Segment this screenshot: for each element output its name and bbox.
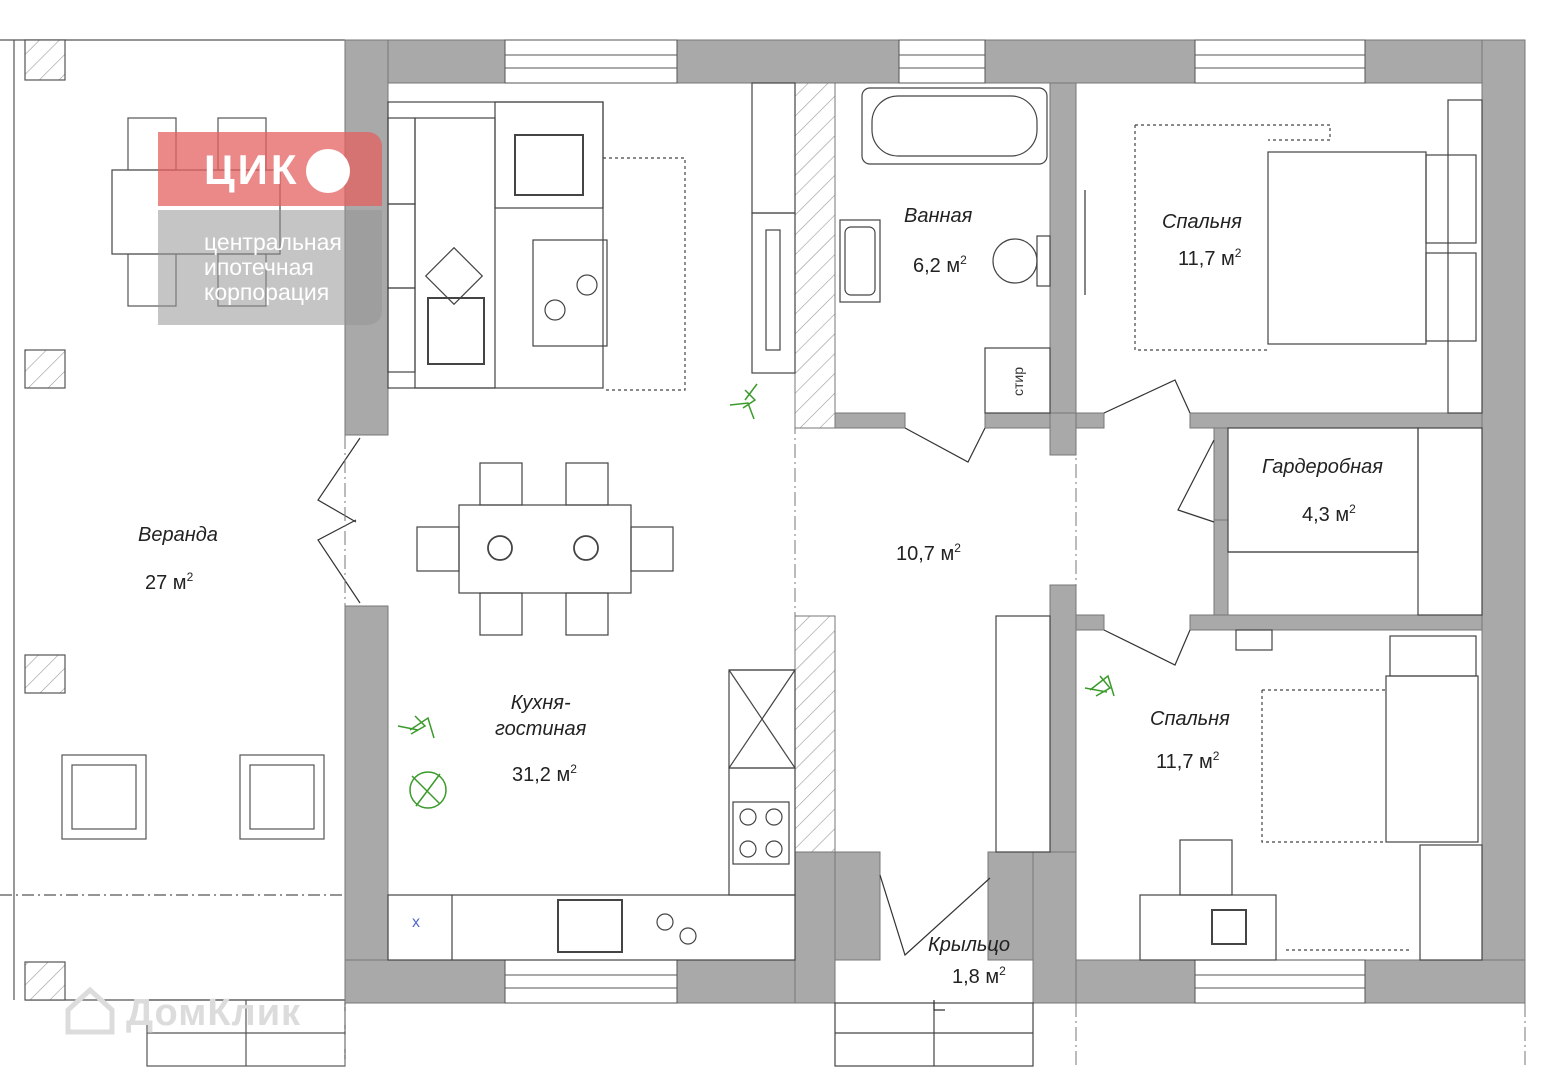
veranda-area: 27 м2 [145,570,194,594]
logo-line-3: корпорация [204,279,330,305]
logo-building-icon [306,149,350,193]
exterior-walls [344,39,1526,1004]
doors [317,190,1215,1011]
veranda-name: Веранда [138,524,218,546]
windows [504,39,1366,1004]
kitchen-name: Кухня- гостиная [495,690,586,742]
bathroom-name: Ванная [904,205,973,227]
kitchen-name-line-1: Кухня- [510,692,571,714]
logo-line-1: центральная [204,229,342,255]
hall-area: 10,7 м2 [896,541,961,565]
kitchen-area: 31,2 м2 [512,762,577,786]
wardrobe-name: Гардеробная [1262,456,1383,478]
bathroom-area: 6,2 м2 [913,253,967,277]
domclick-watermark: ДомКлик [126,992,302,1034]
porch-name: Крыльцо [928,934,1010,956]
logo-line-2: ипотечная [204,254,314,280]
veranda-structure [0,39,346,1067]
logo-red-block: ЦИК [158,132,382,206]
bedroom-2-name: Спальня [1150,708,1230,730]
interior-walls [794,82,1483,853]
porch-area: 1,8 м2 [952,964,1006,988]
logo-word: ЦИК [204,146,300,193]
home-icon [65,986,115,1035]
kitchen-name-line-2: гостиная [495,718,587,740]
bedroom-2-area: 11,7 м2 [1156,749,1220,773]
axis-lines [344,420,1526,1066]
bedroom-1-area: 11,7 м2 [1178,246,1242,270]
logo-grey-block: центральная ипотечная корпорация [158,210,382,325]
furniture [387,82,1483,1067]
laundry-label: стир [1010,366,1026,396]
wardrobe-area: 4,3 м2 [1302,502,1356,526]
sink-mark: х [412,914,420,931]
bedroom-1-name: Спальня [1162,211,1242,233]
plants [397,383,1115,809]
tsik-logo: ЦИК центральная ипотечная корпорация [158,132,382,325]
